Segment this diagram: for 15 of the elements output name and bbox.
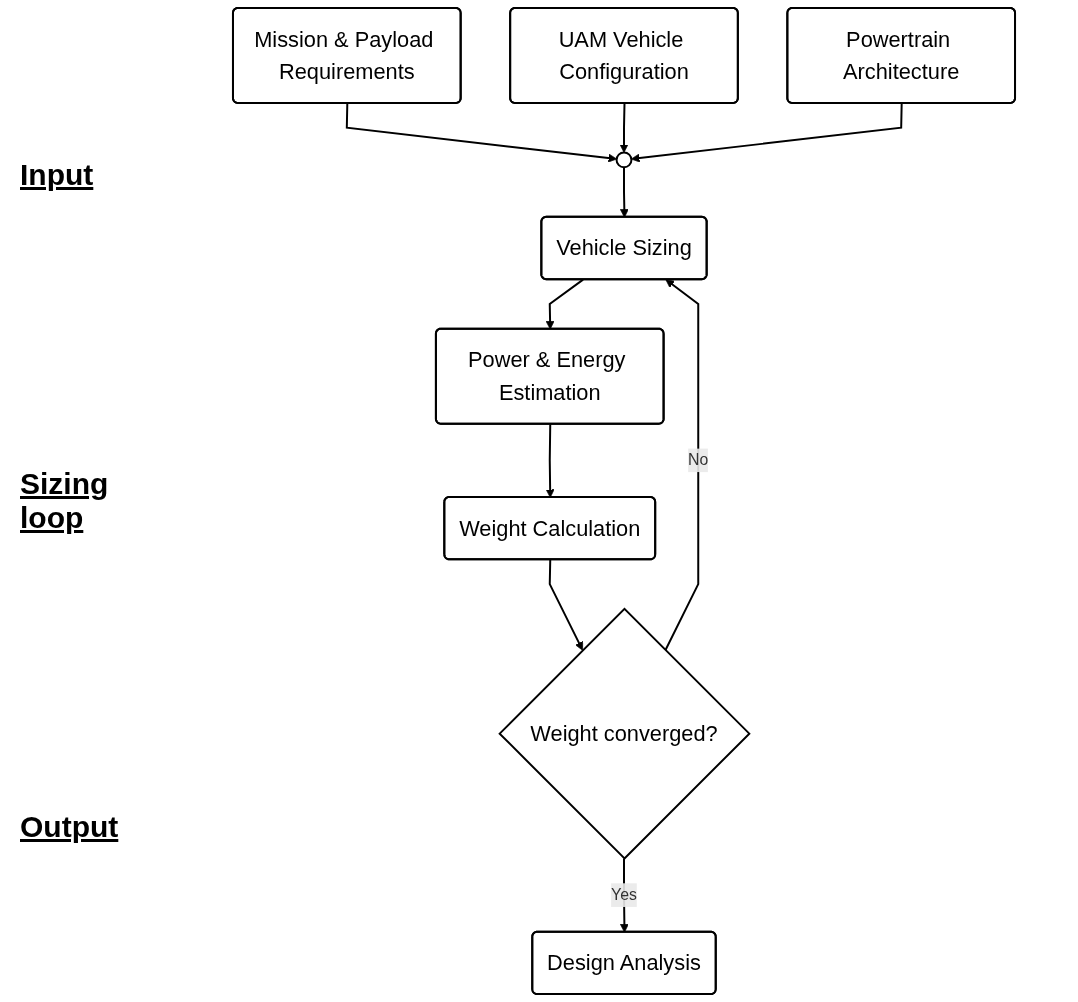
- edge-label: No: [688, 451, 709, 469]
- arrow: [631, 102, 903, 163]
- section-heading: Output: [20, 810, 120, 845]
- node-circle: [615, 151, 633, 169]
- arrow: [545, 278, 585, 330]
- arrow: [345, 102, 617, 163]
- section-heading: Sizing loop: [20, 467, 110, 535]
- edge-label: Yes: [611, 886, 637, 903]
- arrow: [620, 166, 629, 218]
- arrow: [545, 423, 555, 498]
- arrow: [619, 102, 629, 153]
- section-heading: Input: [20, 157, 95, 192]
- node-diamond: Weight converged?: [498, 607, 751, 860]
- arrow: [548, 558, 583, 651]
- arrow: [664, 279, 700, 652]
